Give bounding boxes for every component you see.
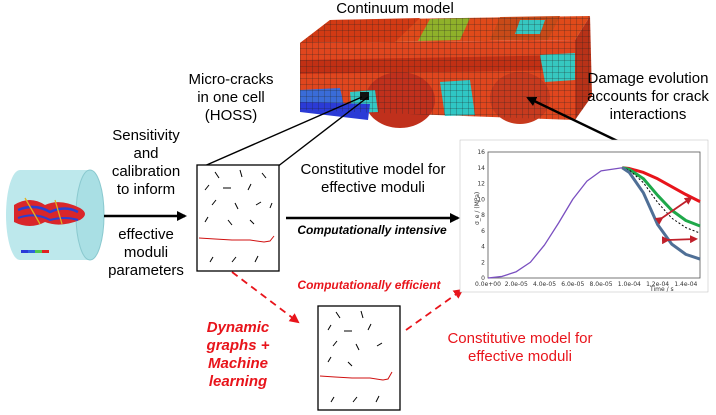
zoom-line-right — [276, 96, 369, 168]
chart-xlabel: Time / s — [649, 286, 674, 293]
sensitivity-label: Sensitivity and calibration to inform — [111, 127, 181, 198]
continuum-model-mesh — [300, 16, 592, 128]
ml-cell-box — [317, 305, 401, 411]
chart-y-tick-label: 2 — [481, 259, 485, 266]
chart-y-tick-label: 4 — [481, 244, 485, 251]
damage-evolution-label: Damage evolution accounts for crack inte… — [587, 70, 709, 123]
chart-y-tick-label: 0 — [481, 275, 485, 282]
effective-params-label: effective moduli parameters — [108, 226, 184, 279]
chart-x-tick-label: 1.2e-04 — [646, 281, 669, 288]
chart-x-tick-label: 8.0e-05 — [590, 281, 613, 288]
chart-x-tick-label: 1.4e-04 — [674, 281, 697, 288]
chart-spread-arrow-2 — [661, 235, 698, 245]
chart-y-tick-label: 12 — [477, 181, 485, 188]
chart-y-tick-label: 10 — [477, 196, 485, 203]
constitutive-top-label: Constitutive model for effective moduli — [300, 161, 446, 196]
arrow-ml-to-chart — [405, 288, 464, 331]
chart-y-tick-label: 14 — [477, 165, 485, 172]
continuum-model-label: Continuum model — [336, 0, 454, 17]
constitutive-bottom-label: Constitutive model for effective moduli — [447, 330, 593, 365]
chart-y-tick-label: 8 — [481, 212, 485, 219]
arrow-cell-to-ml — [231, 271, 300, 324]
chart-y-tick-label: 6 — [481, 228, 485, 235]
microcrack-cell-box — [196, 164, 280, 272]
chart-x-tick-label: 2.0e-05 — [505, 281, 528, 288]
micro-cracks-label: Micro-cracks in one cell (HOSS) — [188, 71, 274, 124]
comp-intensive-label: Computationally intensive — [297, 223, 447, 237]
chart-x-tick-label: 1.0e-04 — [618, 281, 641, 288]
chart-series-line — [622, 167, 701, 234]
arrow-chart-to-continuum — [526, 96, 633, 150]
chart-series-line — [487, 167, 623, 279]
stress-time-chart: 0 2 4 6 8 10 12 14 16 0.0e+00 2.0e-05 4.0e-05 6.0e-0… — [459, 139, 709, 293]
chart-ylabel: σ_e / (MPa) — [474, 192, 481, 225]
chart-spread-arrow — [654, 196, 693, 225]
chart-y-tick-label: 16 — [477, 149, 485, 156]
comp-efficient-label: Computationally efficient — [297, 278, 441, 292]
chart-plot-area — [487, 151, 701, 279]
zoom-line-left — [201, 96, 363, 168]
dynamic-graphs-label: Dynamic graphs + Machine learning — [206, 319, 270, 390]
chart-x-tick-label: 6.0e-05 — [561, 281, 584, 288]
chart-x-tick-label: 4.0e-05 — [533, 281, 556, 288]
cylinder-specimen-image — [6, 169, 105, 261]
chart-x-tick-label: 0.0e+00 — [475, 281, 501, 288]
